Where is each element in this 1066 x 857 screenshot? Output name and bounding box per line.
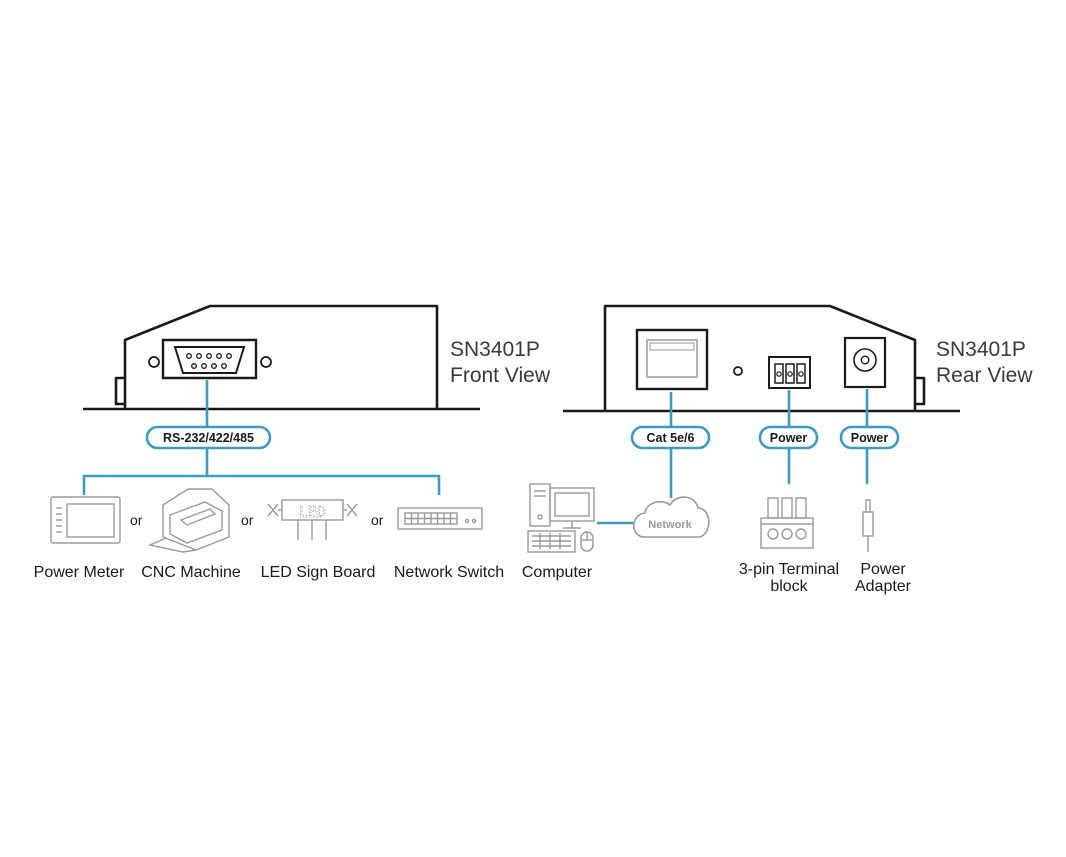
cat5e-label: Cat 5e/6 [647, 431, 695, 445]
led-text: LED [299, 503, 326, 521]
rear-foot [915, 376, 926, 406]
dc-jack-icon [843, 336, 887, 389]
rj45-port-icon [635, 328, 709, 391]
network-label: Network [648, 519, 692, 531]
terminal-port-icon [768, 356, 811, 389]
network-cloud-icon: Network [632, 496, 710, 538]
cnc-machine-label: CNC Machine [141, 564, 241, 581]
front-title-line1: SN3401P [450, 338, 540, 361]
led-sign-board-icon: LED [267, 499, 358, 540]
power-label-1: Power [770, 431, 808, 445]
power-adapter-icon [862, 499, 874, 552]
rear-wiring [597, 389, 869, 525]
db9-port-icon [161, 338, 258, 380]
rear-housing [603, 304, 917, 411]
screw-right-icon [260, 356, 272, 368]
led-indicator-icon [733, 366, 743, 376]
front-wiring [82, 380, 441, 495]
front-unit: SN3401P Front View [83, 304, 551, 411]
or-text-2: or [241, 512, 254, 528]
power-label-pill-2: Power [839, 425, 900, 450]
led-sign-board-label: LED Sign Board [261, 564, 376, 581]
front-foot [114, 376, 125, 406]
terminal-block-icon [760, 497, 814, 549]
terminal-label-line1: 3-pin Terminal [739, 561, 839, 578]
power-meter-icon [50, 496, 121, 544]
screw-left-icon [148, 356, 160, 368]
computer-label: Computer [522, 564, 593, 581]
rear-title-line2: Rear View [936, 364, 1033, 387]
power-label-2: Power [851, 431, 889, 445]
power-label-pill-1: Power [758, 425, 819, 450]
rs232-label: RS-232/422/485 [163, 431, 254, 445]
cat5e-label-pill: Cat 5e/6 [630, 425, 711, 450]
front-housing [123, 304, 439, 409]
network-switch-icon [397, 507, 483, 530]
rs232-label-pill: RS-232/422/485 [145, 425, 272, 450]
network-switch-label: Network Switch [394, 564, 504, 581]
adapter-label-line2: Adapter [855, 578, 912, 595]
front-title-line2: Front View [450, 364, 551, 387]
computer-icon [527, 483, 595, 553]
cnc-machine-icon [147, 488, 230, 553]
or-text-3: or [371, 512, 384, 528]
rear-title-line1: SN3401P [936, 338, 1026, 361]
adapter-label-line1: Power [860, 561, 906, 578]
or-text-1: or [130, 512, 143, 528]
terminal-label-line2: block [770, 578, 808, 595]
rear-unit: SN3401P Rear View [563, 304, 1033, 413]
power-meter-label: Power Meter [34, 564, 125, 581]
